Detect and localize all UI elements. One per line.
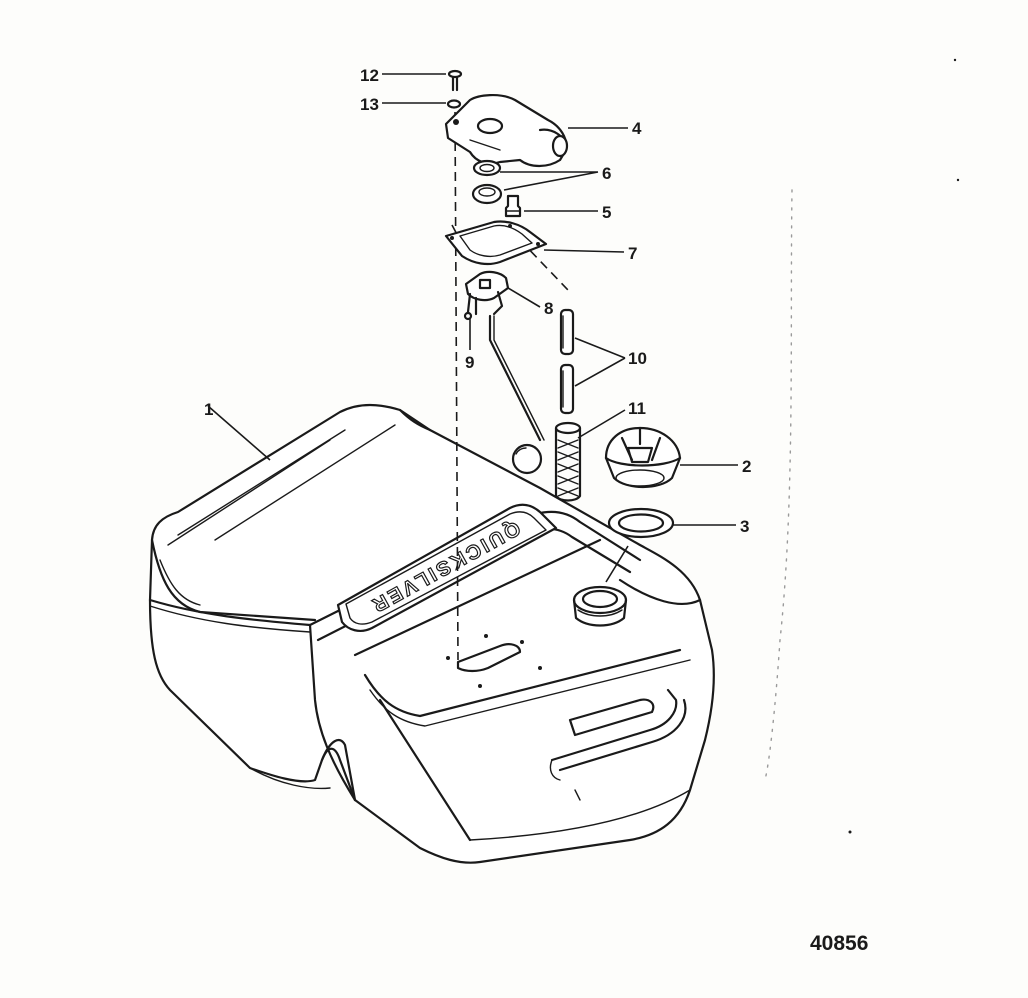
float-arm [488,314,545,475]
scan-marks [764,58,960,834]
callout-9: 9 [465,353,474,372]
part-10-tubes [559,308,575,415]
fuel-tank: QUICKSILVER [148,403,715,864]
tank-handle [549,688,687,801]
part-12-screw [447,69,463,92]
part-11-filter [554,421,582,502]
float-ball [511,443,543,475]
part-13-washer [446,99,462,109]
part-5-fitting [504,194,522,218]
callout-4: 4 [632,119,642,138]
callout-10: 10 [628,349,647,368]
filler-neck [572,585,628,627]
callout-2: 2 [742,457,751,476]
callout-8: 8 [544,299,553,318]
part-8-sender [463,270,510,321]
callout-numbers: 1 2 3 4 5 6 7 8 9 10 11 12 13 [204,66,751,536]
assembly-line-main [454,111,459,661]
callout-5: 5 [602,203,611,222]
figure-number: 40856 [810,932,869,955]
callout-3: 3 [740,517,749,536]
part-2-cap [604,426,682,488]
part-3-gasket-ring [607,507,675,539]
sender-opening [446,634,542,688]
leader-lines [207,73,738,583]
callout-13: 13 [360,95,379,114]
assembly-line-right [519,239,569,291]
part-4-housing [444,94,569,168]
part-7-gasket [444,220,548,266]
callout-11: 11 [628,399,646,418]
callout-7: 7 [628,244,637,263]
callout-6: 6 [602,164,611,183]
callout-12: 12 [360,66,379,85]
callout-1: 1 [204,400,213,419]
part-6-seals [471,159,503,205]
